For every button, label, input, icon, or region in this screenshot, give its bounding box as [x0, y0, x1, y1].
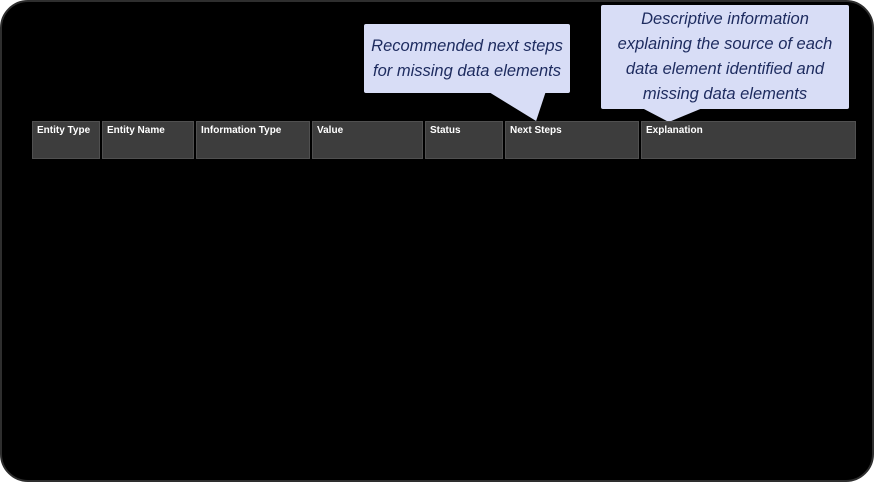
column-header-entity-name: Entity Name — [102, 121, 194, 159]
callout-explanation-tail — [640, 107, 706, 122]
column-header-next-steps: Next Steps — [505, 121, 639, 159]
callout-next-steps-line: Recommended next steps — [371, 36, 563, 55]
column-header-explanation: Explanation — [641, 121, 856, 159]
callout-next-steps: Recommended next steps for missing data … — [364, 24, 570, 93]
callout-next-steps-tail — [487, 91, 546, 121]
callout-explanation-line: missing data elements — [642, 85, 808, 103]
callout-explanation: Descriptive information explaining the s… — [601, 5, 849, 109]
callout-explanation-line: data element identified and — [625, 60, 825, 78]
callout-explanation-line: Descriptive information — [641, 10, 809, 28]
table-header-row: Entity Type Entity Name Information Type… — [32, 121, 856, 159]
callout-explanation-line: explaining the source of each — [617, 35, 833, 53]
column-header-entity-type: Entity Type — [32, 121, 100, 159]
column-header-information-type: Information Type — [196, 121, 310, 159]
column-header-status: Status — [425, 121, 503, 159]
column-header-value: Value — [312, 121, 423, 159]
callout-next-steps-line: for missing data elements — [372, 61, 561, 80]
